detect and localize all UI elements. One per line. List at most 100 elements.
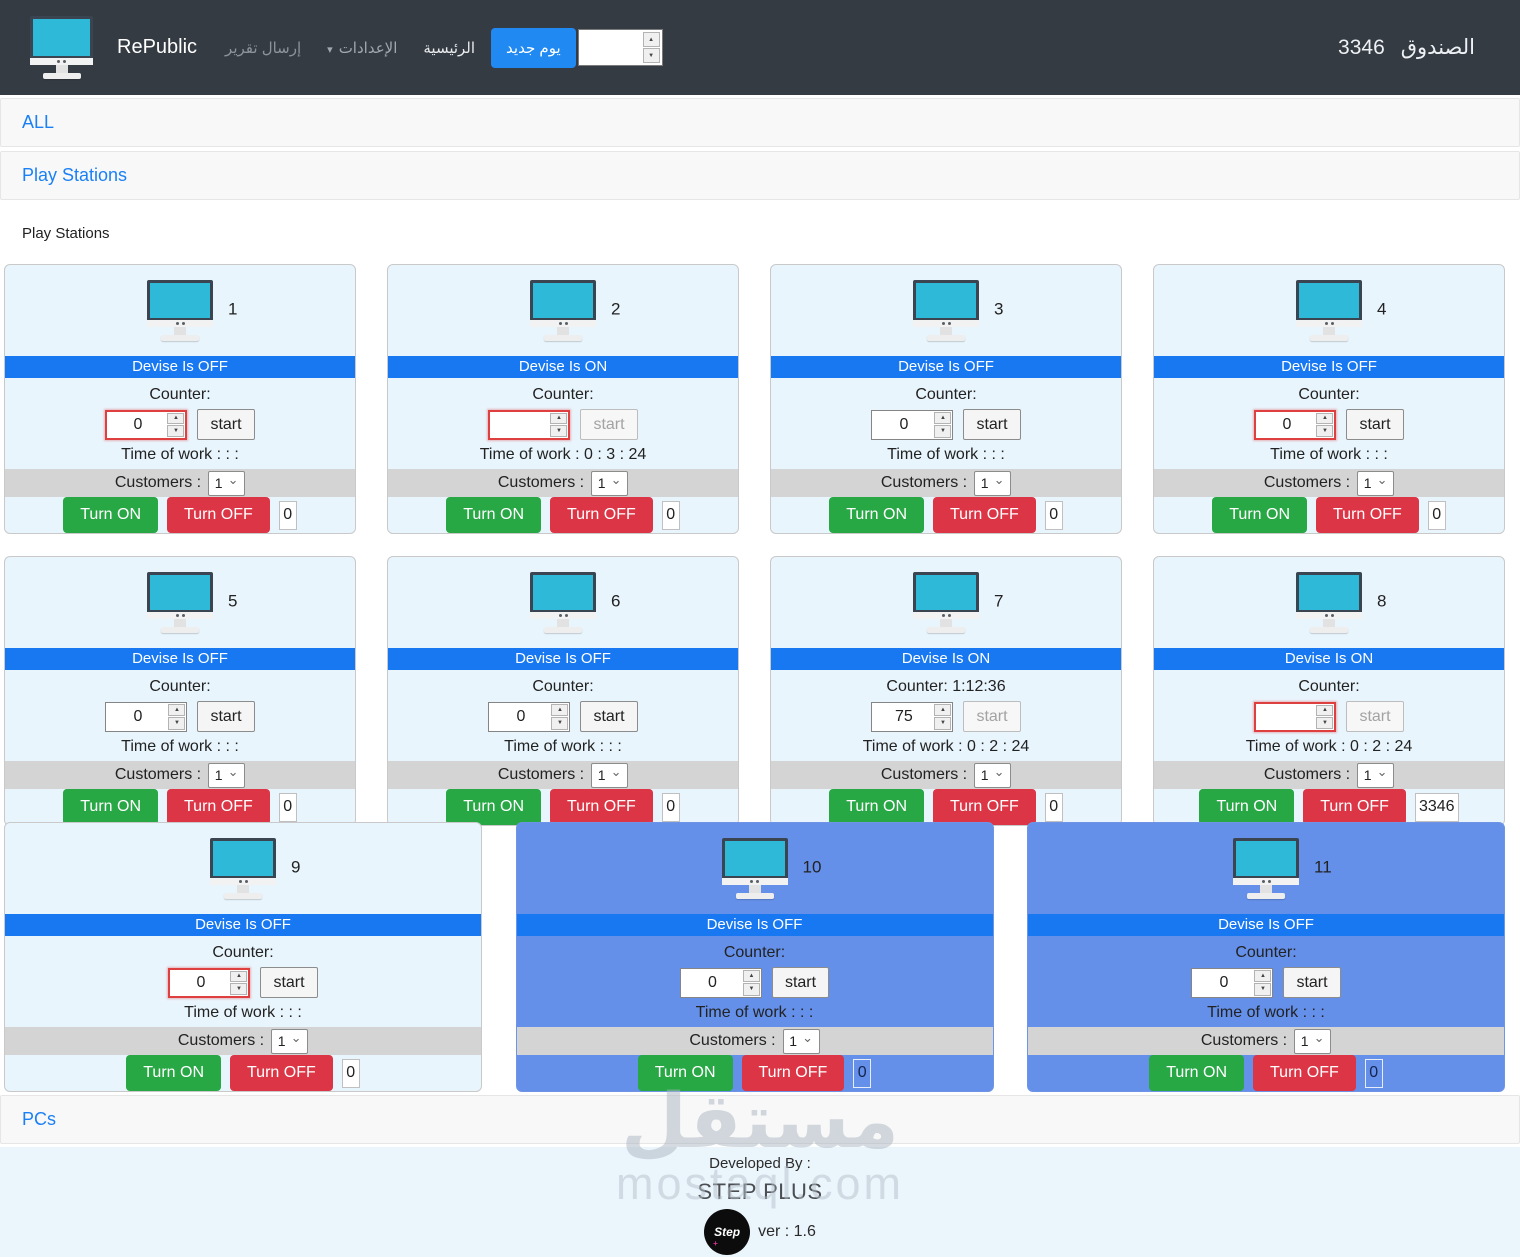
spinner-up-icon[interactable]: ▲ xyxy=(1316,412,1334,425)
turn-off-button[interactable]: Turn OFF xyxy=(550,497,653,533)
spinner-up-icon[interactable]: ▲ xyxy=(167,412,185,425)
turn-on-button[interactable]: Turn ON xyxy=(829,789,924,825)
turn-off-button[interactable]: Turn OFF xyxy=(1253,1055,1356,1091)
turn-off-button[interactable]: Turn OFF xyxy=(741,1055,845,1091)
section-header-all[interactable]: ALL xyxy=(0,98,1520,147)
spinner-up-icon[interactable]: ▲ xyxy=(1316,704,1334,717)
counter-input[interactable]: 0 ▲ ▼ xyxy=(105,701,188,732)
counter-input[interactable]: 0 ▲ ▼ xyxy=(168,967,251,998)
spinner-down-icon[interactable]: ▼ xyxy=(1316,425,1334,437)
counter-spinner[interactable]: ▲ ▼ xyxy=(1316,412,1334,437)
counter-input[interactable]: ▲ ▼ xyxy=(488,409,571,440)
turn-on-button[interactable]: Turn ON xyxy=(126,1055,221,1091)
counter-input[interactable]: 0 ▲ ▼ xyxy=(105,409,188,440)
spinner-up-icon[interactable]: ▲ xyxy=(550,412,568,425)
spinner-up-icon[interactable]: ▲ xyxy=(1254,969,1272,983)
turn-on-button[interactable]: Turn ON xyxy=(1199,789,1295,825)
start-button[interactable]: start xyxy=(771,967,830,999)
spinner-down-icon[interactable]: ▼ xyxy=(551,717,569,730)
turn-on-button[interactable]: Turn ON xyxy=(446,789,541,825)
start-button[interactable]: start xyxy=(1283,967,1341,999)
turn-off-button[interactable]: Turn OFF xyxy=(933,789,1036,825)
counter-input[interactable]: 0 ▲ ▼ xyxy=(871,409,954,440)
counter-spinner[interactable]: ▲ ▼ xyxy=(550,412,568,437)
day-number-input[interactable]: ▲ ▼ xyxy=(577,29,663,66)
customers-select[interactable]: 1 ⌄ xyxy=(782,1028,820,1054)
start-button[interactable]: start xyxy=(963,701,1021,733)
counter-input[interactable]: 0 ▲ ▼ xyxy=(679,967,762,998)
turn-off-button[interactable]: Turn OFF xyxy=(1316,497,1419,533)
spinner-down-icon[interactable]: ▼ xyxy=(934,717,952,730)
start-button[interactable]: start xyxy=(1346,409,1404,441)
counter-input[interactable]: 0 ▲ ▼ xyxy=(1191,967,1274,998)
spinner-up-icon[interactable]: ▲ xyxy=(168,703,186,717)
counter-spinner[interactable]: ▲ ▼ xyxy=(168,703,186,730)
counter-spinner[interactable]: ▲ ▼ xyxy=(1316,704,1334,729)
turn-off-button[interactable]: Turn OFF xyxy=(230,1055,333,1091)
customers-select[interactable]: 1 ⌄ xyxy=(974,470,1012,496)
spinner-up-icon[interactable]: ▲ xyxy=(742,969,760,983)
spinner-up-icon[interactable]: ▲ xyxy=(934,411,952,425)
turn-on-button[interactable]: Turn ON xyxy=(63,497,158,533)
turn-on-button[interactable]: Turn ON xyxy=(1149,1055,1244,1091)
start-button[interactable]: start xyxy=(197,409,255,441)
counter-spinner[interactable]: ▲ ▼ xyxy=(1254,969,1272,996)
turn-on-button[interactable]: Turn ON xyxy=(63,789,158,825)
new-day-button[interactable]: يوم جديد xyxy=(491,27,576,68)
start-button[interactable]: start xyxy=(580,409,638,441)
customers-select[interactable]: 1 ⌄ xyxy=(208,762,246,788)
counter-input[interactable]: 75 ▲ ▼ xyxy=(871,701,954,732)
customers-select[interactable]: 1 ⌄ xyxy=(271,1028,309,1054)
turn-on-button[interactable]: Turn ON xyxy=(1212,497,1307,533)
turn-on-button[interactable]: Turn ON xyxy=(637,1055,733,1091)
nav-item-settings[interactable]: الإعدادات▾ xyxy=(327,39,397,57)
counter-input[interactable]: ▲ ▼ xyxy=(1254,701,1337,732)
spinner-up-icon[interactable]: ▲ xyxy=(642,32,660,47)
counter-spinner[interactable]: ▲ ▼ xyxy=(230,970,248,995)
day-number-spinner[interactable]: ▲ ▼ xyxy=(642,32,660,63)
counter-input[interactable]: 0 ▲ ▼ xyxy=(488,701,571,732)
counter-spinner[interactable]: ▲ ▼ xyxy=(934,703,952,730)
spinner-down-icon[interactable]: ▼ xyxy=(1316,717,1334,729)
customers-select[interactable]: 1 ⌄ xyxy=(591,762,629,788)
turn-off-button[interactable]: Turn OFF xyxy=(933,497,1036,533)
nav-item-home[interactable]: الرئيسية xyxy=(423,39,476,57)
spinner-down-icon[interactable]: ▼ xyxy=(167,425,185,437)
section-header-play-stations[interactable]: Play Stations xyxy=(0,151,1520,200)
customers-select[interactable]: 1 ⌄ xyxy=(1357,762,1395,788)
turn-off-button[interactable]: Turn OFF xyxy=(167,497,270,533)
spinner-down-icon[interactable]: ▼ xyxy=(1254,983,1272,996)
device-number: 10 xyxy=(802,856,822,876)
section-header-pcs[interactable]: PCs xyxy=(0,1095,1520,1144)
turn-on-button[interactable]: Turn ON xyxy=(446,497,541,533)
counter-input[interactable]: 0 ▲ ▼ xyxy=(1254,409,1337,440)
start-button[interactable]: start xyxy=(197,701,255,733)
counter-spinner[interactable]: ▲ ▼ xyxy=(742,969,760,996)
customers-select[interactable]: 1 ⌄ xyxy=(1357,470,1395,496)
start-button[interactable]: start xyxy=(963,409,1021,441)
start-button[interactable]: start xyxy=(580,701,638,733)
customers-select[interactable]: 1 ⌄ xyxy=(208,470,246,496)
counter-spinner[interactable]: ▲ ▼ xyxy=(551,703,569,730)
spinner-down-icon[interactable]: ▼ xyxy=(550,425,568,437)
start-button[interactable]: start xyxy=(260,967,318,999)
turn-off-button[interactable]: Turn OFF xyxy=(1303,789,1406,825)
customers-select[interactable]: 1 ⌄ xyxy=(591,470,629,496)
turn-on-button[interactable]: Turn ON xyxy=(829,497,924,533)
turn-off-button[interactable]: Turn OFF xyxy=(167,789,270,825)
spinner-down-icon[interactable]: ▼ xyxy=(642,48,660,63)
counter-spinner[interactable]: ▲ ▼ xyxy=(934,411,952,438)
start-button[interactable]: start xyxy=(1346,701,1404,733)
turn-off-button[interactable]: Turn OFF xyxy=(550,789,653,825)
spinner-up-icon[interactable]: ▲ xyxy=(551,703,569,717)
spinner-up-icon[interactable]: ▲ xyxy=(934,703,952,717)
customers-select[interactable]: 1 ⌄ xyxy=(1294,1028,1332,1054)
spinner-down-icon[interactable]: ▼ xyxy=(934,425,952,438)
spinner-down-icon[interactable]: ▼ xyxy=(168,717,186,730)
customers-select[interactable]: 1 ⌄ xyxy=(974,762,1012,788)
counter-spinner[interactable]: ▲ ▼ xyxy=(167,412,185,437)
spinner-down-icon[interactable]: ▼ xyxy=(230,983,248,995)
spinner-down-icon[interactable]: ▼ xyxy=(742,983,760,996)
spinner-up-icon[interactable]: ▲ xyxy=(230,970,248,983)
nav-item-send-report[interactable]: إرسال تقرير xyxy=(225,39,302,57)
